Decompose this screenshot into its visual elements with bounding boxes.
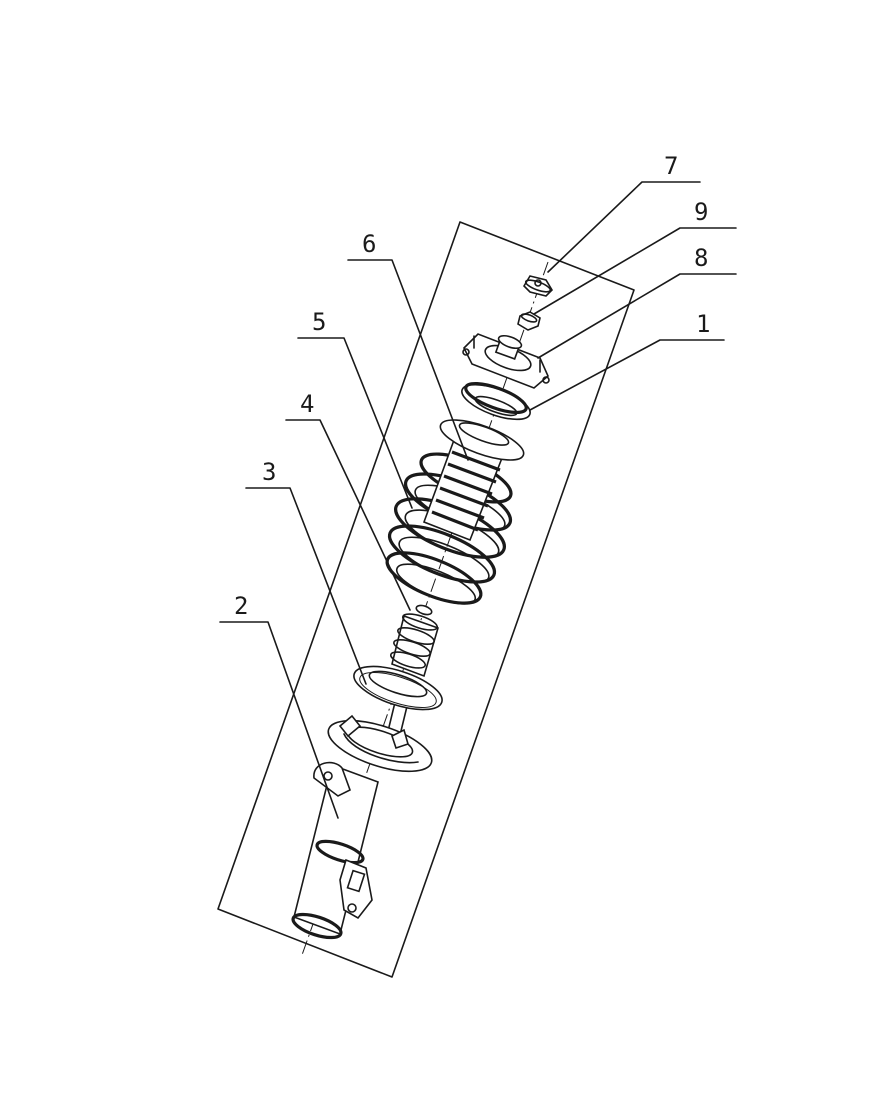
lower-spring-seat [327, 714, 433, 773]
lower-insulator [353, 665, 443, 711]
callout-2: 2 [234, 592, 248, 620]
top-mount [462, 333, 550, 389]
callout-8: 8 [694, 244, 708, 272]
lock-nut [517, 311, 541, 331]
callout-6: 6 [362, 230, 376, 258]
callout-4: 4 [300, 390, 314, 418]
leader-lines [219, 181, 737, 819]
callout-9: 9 [694, 198, 708, 226]
assembly-frame [217, 221, 635, 978]
dust-cover-bellows [422, 438, 504, 542]
coil-spring [385, 452, 513, 605]
callout-5: 5 [312, 308, 326, 336]
dust-cap [522, 275, 554, 297]
strut-bearing [461, 381, 531, 421]
upper-insulator [439, 419, 525, 461]
callout-7: 7 [664, 152, 678, 180]
callout-1: 1 [696, 310, 710, 338]
callout-3: 3 [262, 458, 276, 486]
bump-stop-boot [389, 604, 439, 678]
